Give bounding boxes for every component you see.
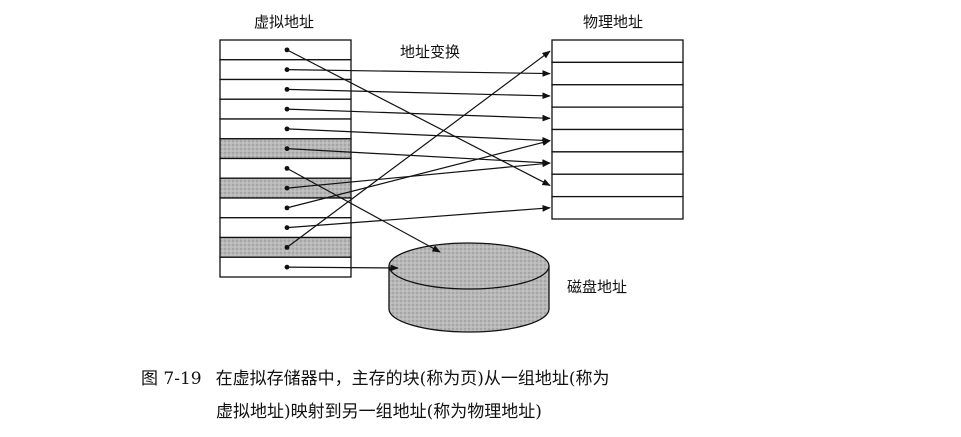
mapping-arrow-4 bbox=[286, 108, 551, 122]
disk-cylinder bbox=[388, 242, 550, 333]
mapping-arrow-11 bbox=[286, 50, 551, 248]
physical-page-5 bbox=[551, 128, 684, 153]
mapping-arrow-9 bbox=[286, 139, 551, 209]
physical-page-8 bbox=[551, 195, 684, 220]
figure-caption-line-1: 图 7-19 在虚拟存储器中，主存的块(称为页)从一组地址(称为 bbox=[141, 364, 610, 389]
physical-address-label: 物理地址 bbox=[583, 13, 643, 31]
disk-address-label: 磁盘地址 bbox=[567, 278, 627, 296]
physical-page-1 bbox=[551, 39, 684, 64]
mapping-arrow-3 bbox=[286, 88, 551, 100]
physical-page-6 bbox=[551, 151, 684, 175]
mapping-arrow-5 bbox=[286, 128, 551, 144]
mapping-arrow-10 bbox=[286, 205, 551, 229]
physical-page-3 bbox=[551, 84, 684, 108]
address-translation-label: 地址变换 bbox=[400, 43, 460, 61]
figure-number: 图 7-19 bbox=[141, 369, 202, 389]
physical-page-2 bbox=[551, 61, 684, 86]
virtual-memory-diagram: 虚拟地址 物理地址 地址变换 磁盘地址 bbox=[219, 13, 684, 333]
mapping-arrow-1 bbox=[286, 49, 551, 186]
virtual-page-table bbox=[219, 39, 352, 278]
physical-page-table bbox=[551, 39, 684, 220]
physical-page-4 bbox=[551, 106, 684, 131]
mapping-arrow-8 bbox=[286, 160, 551, 189]
mapping-arrows bbox=[284, 47, 551, 272]
virtual-address-label: 虚拟地址 bbox=[254, 13, 314, 31]
mapping-arrow-2 bbox=[286, 69, 551, 77]
mapping-arrow-6 bbox=[286, 148, 551, 167]
physical-page-7 bbox=[551, 173, 684, 198]
mapping-arrow-7 bbox=[286, 167, 441, 253]
mapping-arrow-12 bbox=[286, 264, 399, 272]
caption-text-1: 在虚拟存储器中，主存的块(称为页)从一组地址(称为 bbox=[215, 369, 610, 389]
figure-caption-line-2: 虚拟地址)映射到另一组地址(称为物理地址) bbox=[216, 402, 542, 422]
